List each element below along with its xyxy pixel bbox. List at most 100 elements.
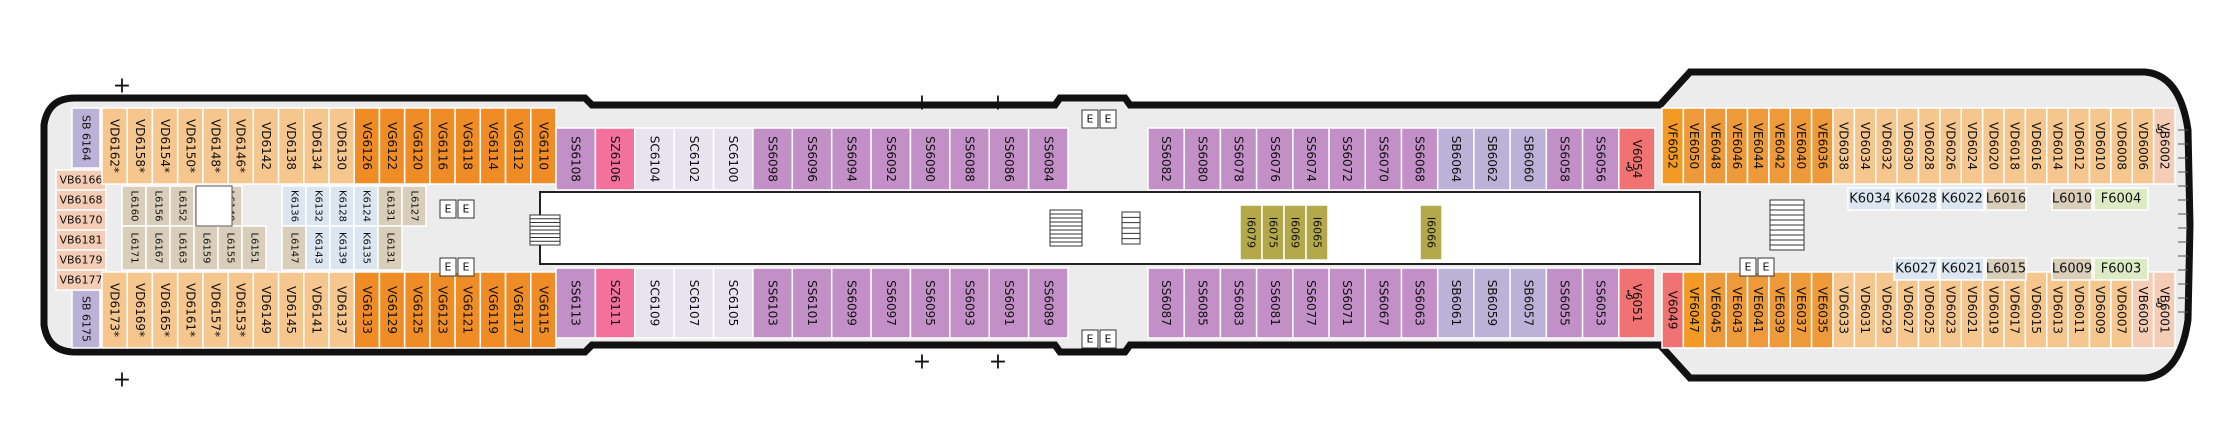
cabin-k6132[interactable]: K6132 [305, 185, 331, 227]
cabin-v6049[interactable]: V6049 [1661, 271, 1685, 349]
cabin-ss6081[interactable]: SS6081 [1255, 267, 1294, 339]
cabin-vf6047[interactable]: VF6047 [1682, 271, 1706, 349]
cabin-k6021[interactable]: K6021 [1939, 257, 1985, 281]
cabin-vd6138[interactable]: VD6138 [277, 107, 305, 185]
cabin-ss6068[interactable]: SS6068 [1400, 127, 1439, 191]
cabin-vd6161[interactable]: VD6161* [176, 271, 204, 349]
cabin-vg6119[interactable]: VG6119 [479, 271, 507, 349]
cabin-l6131[interactable]: L6131 [377, 225, 403, 271]
cabin-vd6150[interactable]: VD6150* [176, 107, 204, 185]
cabin-vd6007[interactable]: VD6007 [2110, 271, 2133, 349]
cabin-l6009[interactable]: L6009 [2051, 257, 2093, 281]
cabin-l6016[interactable]: L6016 [1985, 187, 2027, 211]
cabin-l6159[interactable]: L6159 [193, 225, 219, 271]
cabin-vg6114[interactable]: VG6114 [479, 107, 507, 185]
cabin-ve6035[interactable]: VE6035 [1810, 271, 1834, 349]
cabin-k6034[interactable]: K6034 [1847, 187, 1893, 211]
cabin-sc6109[interactable]: SC6109 [634, 267, 675, 339]
cabin-ss6093[interactable]: SS6093 [949, 267, 990, 339]
cabin-vb6001[interactable]: VB6001 [2152, 271, 2176, 349]
cabin-vd6146[interactable]: VD6146* [227, 107, 255, 185]
cabin-ss6101[interactable]: SS6101 [791, 267, 833, 339]
cabin-sz6106[interactable]: SZ6106 [594, 127, 636, 191]
cabin-f6004[interactable]: F6004 [2093, 187, 2149, 211]
cabin-vd6011[interactable]: VD6011 [2067, 271, 2091, 349]
cabin-sb6060[interactable]: SB6060 [1509, 127, 1548, 191]
cabin-l6167[interactable]: L6167 [145, 225, 171, 271]
cabin-sc6104[interactable]: SC6104 [634, 127, 675, 191]
cabin-v6051[interactable]: V6051 [1618, 267, 1656, 339]
cabin-ss6089[interactable]: SS6089 [1027, 267, 1069, 339]
cabin-l6131[interactable]: L6131 [377, 185, 403, 227]
cabin-vd6141[interactable]: VD6141 [303, 271, 330, 349]
cabin-ss6094[interactable]: SS6094 [830, 127, 872, 191]
cabin-l6151[interactable]: L6151 [241, 225, 267, 271]
cabin-l6152[interactable]: L6152 [169, 185, 195, 227]
cabin-ve6045[interactable]: VE6045 [1704, 271, 1727, 349]
cabin-ss6084[interactable]: SS6084 [1027, 127, 1069, 191]
cabin-ve6039[interactable]: VE6039 [1768, 271, 1791, 349]
cabin-l6171[interactable]: L6171 [121, 225, 147, 271]
cabin-ve6044[interactable]: VE6044 [1746, 107, 1770, 185]
cabin-ss6080[interactable]: SS6080 [1183, 127, 1222, 191]
cabin-vb6179[interactable]: VB6179 [55, 249, 107, 271]
cabin-sc6102[interactable]: SC6102 [673, 127, 715, 191]
cabin-k6135[interactable]: K6135 [353, 225, 379, 271]
cabin-vb6166[interactable]: VB6166 [55, 169, 107, 191]
cabin-ss6082[interactable]: SS6082 [1147, 127, 1185, 191]
cabin-k6124[interactable]: K6124 [353, 185, 379, 227]
cabin-vd6015[interactable]: VD6015 [2024, 271, 2048, 349]
cabin-k6027[interactable]: K6027 [1893, 257, 1939, 281]
cabin-ss6071[interactable]: SS6071 [1328, 267, 1367, 339]
cabin-ss6063[interactable]: SS6063 [1400, 267, 1439, 339]
cabin-vd6034[interactable]: VD6034 [1853, 107, 1877, 185]
cabin-ss6086[interactable]: SS6086 [988, 127, 1030, 191]
cabin-ss6088[interactable]: SS6088 [949, 127, 990, 191]
cabin-vf6052[interactable]: VF6052 [1661, 107, 1685, 185]
cabin-i6066[interactable]: I6066 [1419, 204, 1443, 261]
cabin-l6127[interactable]: L6127 [401, 185, 427, 227]
cabin-ss6113[interactable]: SS6113 [555, 267, 597, 339]
cabin-vd6014[interactable]: VD6014 [2046, 107, 2069, 185]
cabin-vd6019[interactable]: VD6019 [1981, 271, 2005, 349]
cabin-vd6130[interactable]: VD6130 [328, 107, 355, 185]
cabin-vg6112[interactable]: VG6112 [504, 107, 532, 185]
cabin-ss6108[interactable]: SS6108 [555, 127, 597, 191]
cabin-ss6053[interactable]: SS6053 [1581, 267, 1620, 339]
cabin-vd6157[interactable]: VD6157* [202, 271, 229, 349]
cabin-vg6133[interactable]: VG6133 [353, 271, 381, 349]
cabin-ss6058[interactable]: SS6058 [1545, 127, 1584, 191]
cabin-ss6067[interactable]: SS6067 [1364, 267, 1403, 339]
cabin-vg6115[interactable]: VG6115 [530, 271, 557, 349]
cabin-vd6031[interactable]: VD6031 [1853, 271, 1877, 349]
cabin-vb6181[interactable]: VB6181 [55, 229, 107, 251]
cabin-vg6123[interactable]: VG6123 [429, 271, 456, 349]
cabin-vg6116[interactable]: VG6116 [429, 107, 456, 185]
cabin-f6003[interactable]: F6003 [2093, 257, 2149, 281]
cabin-ve6043[interactable]: VE6043 [1725, 271, 1749, 349]
cabin-vd6145[interactable]: VD6145 [277, 271, 305, 349]
cabin-i6075[interactable]: I6075 [1261, 204, 1285, 261]
cabin-vd6137[interactable]: VD6137 [328, 271, 355, 349]
cabin-vd6153[interactable]: VD6153* [227, 271, 255, 349]
cabin-vd6017[interactable]: VD6017 [2003, 271, 2027, 349]
cabin-vd6026[interactable]: VD6026 [1939, 107, 1962, 185]
cabin-vd6162[interactable]: VD6162* [101, 107, 128, 185]
cabin-ss6097[interactable]: SS6097 [870, 267, 912, 339]
cabin-vd6021[interactable]: VD6021 [1960, 271, 1984, 349]
cabin-ss6098[interactable]: SS6098 [752, 127, 794, 191]
cabin-ss6056[interactable]: SS6056 [1581, 127, 1620, 191]
cabin-ss6083[interactable]: SS6083 [1219, 267, 1258, 339]
cabin-vb6177[interactable]: VB6177 [55, 269, 107, 291]
cabin-ss6055[interactable]: SS6055 [1545, 267, 1584, 339]
cabin-vg6126[interactable]: VG6126 [353, 107, 381, 185]
cabin-i6065[interactable]: I6065 [1305, 204, 1329, 261]
cabin-l6163[interactable]: L6163 [169, 225, 195, 271]
cabin-vd6020[interactable]: VD6020 [1981, 107, 2005, 185]
cabin-sz6111[interactable]: SZ6111 [594, 267, 636, 339]
cabin-vd6149[interactable]: VD6149 [252, 271, 280, 349]
cabin-ss6070[interactable]: SS6070 [1364, 127, 1403, 191]
cabin-l6155[interactable]: L6155 [217, 225, 243, 271]
cabin-sb6062[interactable]: SB6062 [1473, 127, 1511, 191]
cabin-ve6040[interactable]: VE6040 [1789, 107, 1813, 185]
